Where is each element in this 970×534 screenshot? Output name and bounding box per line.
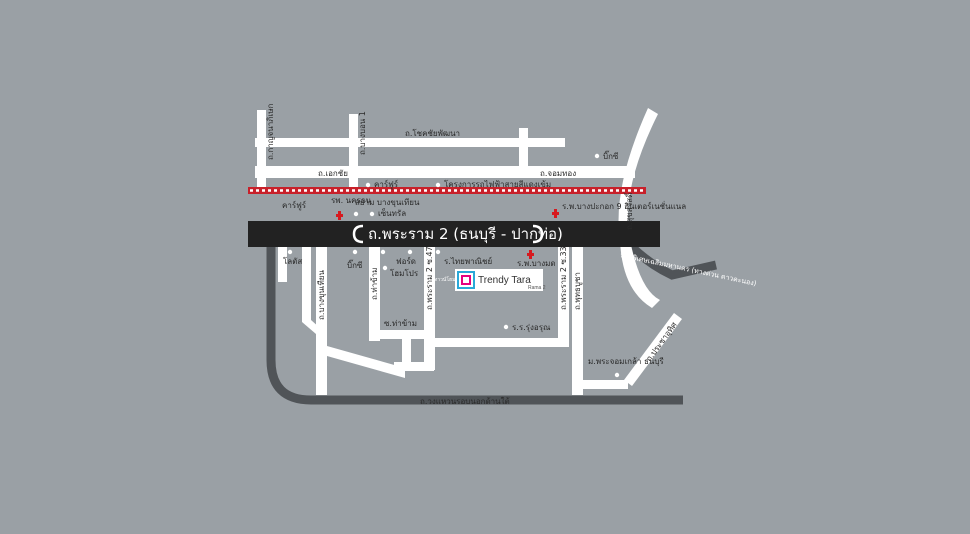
- road-left-2: [302, 245, 320, 334]
- trendy-tara-tag: ทาวน์โฮม: [434, 276, 455, 283]
- road-rama2-33: [558, 245, 569, 345]
- railway-line: [248, 187, 646, 194]
- main-road-arrow-left: [352, 224, 364, 244]
- road-tha-kham: [369, 245, 380, 341]
- road-top-mid: [519, 128, 528, 170]
- landmark-dots: [287, 153, 620, 378]
- landmark-big-c-top: บิ๊กซี: [603, 150, 619, 161]
- label-bang-khun-thian: ถ.บางขุนเทียน: [317, 270, 326, 320]
- road-bottom-link: [394, 362, 434, 371]
- road-ekkachai-chomthong: [255, 166, 635, 178]
- landmark-thai-market: ร.ไทยพาณิชย์: [444, 256, 492, 266]
- trendy-tara-marker[interactable]: Trendy Tara Rama 2 ทาวน์โฮม: [434, 269, 546, 291]
- road-bang-khun-thian: [316, 245, 327, 395]
- road-school: [424, 338, 569, 347]
- trendy-tara-sub: Rama 2: [528, 285, 546, 291]
- landmark-carrefour-top: คาร์ฟูร์: [374, 179, 399, 190]
- roads: [255, 108, 682, 395]
- landmark-wat: ม.พระจอมเกล้า ธนบุรี: [588, 357, 664, 366]
- landmark-central: เซ็นทรัล: [378, 208, 406, 218]
- landmark-big-c: บิ๊กซี: [347, 259, 363, 270]
- label-phuttha-bucha: ถ.พุทธบูชา: [573, 272, 583, 310]
- label-outer-ring: ถ.วงแหวนรอบนอกด้านใต้: [420, 397, 510, 406]
- road-left-1: [278, 242, 287, 282]
- label-railway: โครงการรถไฟฟ้าสายสีแดงเข้ม: [444, 179, 551, 189]
- label-rama2-47: ถ.พระราม 2 ซ.47: [425, 246, 434, 310]
- landmark-carrefour-left: คาร์ฟูร์: [282, 200, 307, 211]
- label-chom-thong: ถ.จอมทอง: [540, 169, 576, 178]
- railway-marker: [435, 182, 441, 188]
- main-road-arrow-right: [532, 224, 544, 244]
- road-kanlapaphruek: [257, 110, 266, 190]
- road-bang-bon-1: [349, 114, 358, 190]
- landmark-hospital-bangmot: ร.พ.บางมด: [517, 259, 556, 268]
- landmark-hospital-nakorn: รพ. นครธน: [331, 196, 372, 205]
- trendy-tara-logo-inner: [461, 275, 471, 285]
- label-kanlapaphruek: ถ.กาญจนาภิเษก: [266, 104, 275, 160]
- trendy-tara-name: Trendy Tara: [478, 275, 531, 286]
- road-diagonal: [327, 346, 405, 378]
- road-wat-link: [583, 380, 628, 389]
- road-lower-left: [402, 330, 411, 370]
- hospital-markers: [336, 209, 559, 259]
- landmark-school: ร.ร.รุ่งอรุณ: [512, 323, 551, 332]
- outer-ring-road: [266, 245, 683, 405]
- label-sukhaphiban: ถ.โชคชัยพัฒนา: [405, 128, 460, 138]
- label-bang-bon-1: ถ.บางบอน 1: [358, 111, 367, 155]
- road-tha-kham-soi: [369, 330, 429, 339]
- main-road-rama2: [248, 221, 660, 247]
- road-pracha-uthit: [624, 313, 682, 386]
- label-suk-sawat: ถ.สุขสวัสดิ์: [623, 191, 634, 230]
- landmark-ford: ฟอร์ด: [396, 256, 416, 266]
- landmark-homepro: โฮมโปร: [390, 268, 419, 278]
- road-sukhaphiban: [255, 138, 565, 147]
- road-rama2-47: [424, 245, 435, 370]
- trendy-tara-badge: [455, 269, 543, 291]
- road-phuttha-bucha: [572, 245, 583, 395]
- landmark-lotus: โลตัส: [283, 256, 302, 266]
- label-rama2-33: ถ.พระราม 2 ซ.33: [559, 246, 568, 310]
- label-tha-kham-soi: ซ.ท่าข้าม: [384, 319, 417, 328]
- label-ekkachai: ถ.เอกชัย: [318, 169, 348, 178]
- trendy-tara-logo: [457, 271, 475, 289]
- label-tha-kham: ถ.ท่าข้าม: [370, 268, 379, 300]
- main-road-label: ถ.พระราม 2 (ธนบุรี - ปากท่อ): [368, 225, 563, 244]
- landmark-hospital-9: ร.พ.บางปะกอก 9 อินเตอร์เนชั่นแนล: [562, 200, 686, 211]
- road-suk-sawat: [618, 108, 660, 308]
- landmark-siam-bang-khun: สยาม บางขุนเทียน: [355, 198, 420, 207]
